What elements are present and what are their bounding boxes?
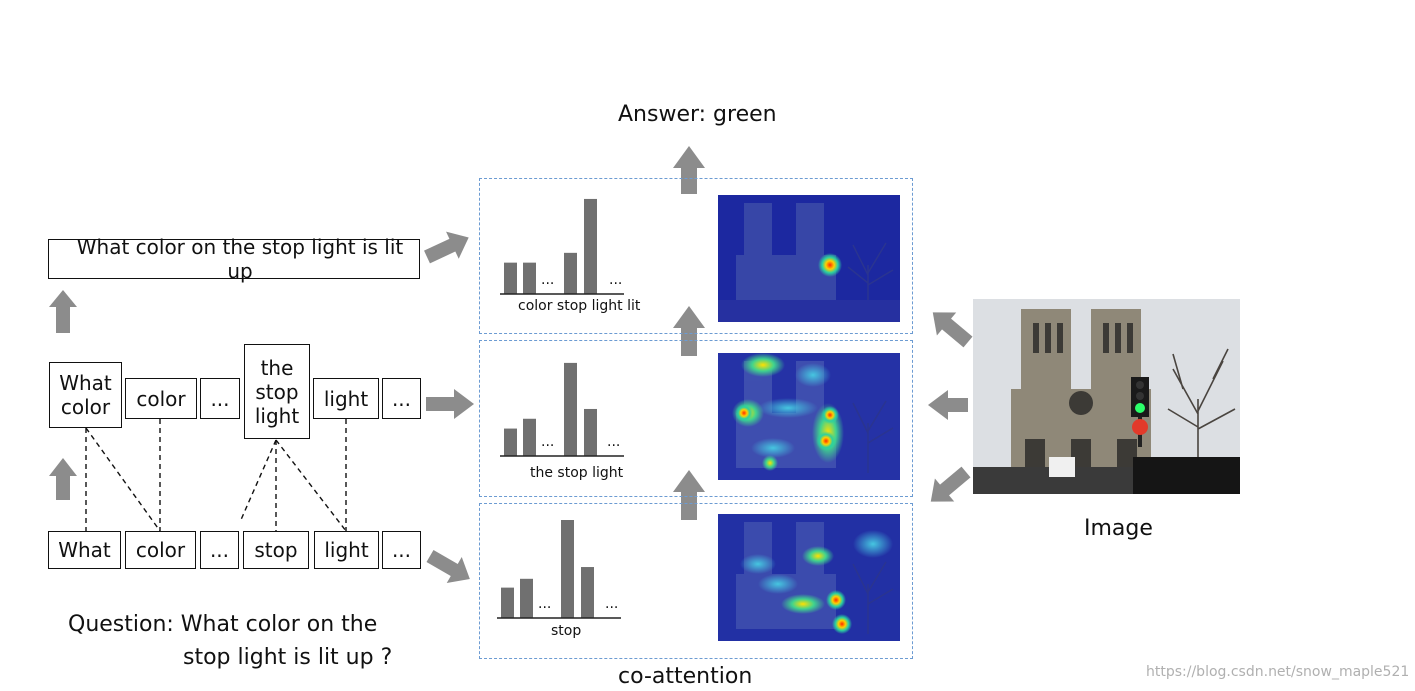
attention-bar-chart-3 (497, 520, 621, 619)
traffic-light-icon (1131, 377, 1149, 447)
arrow-up-answer (673, 146, 705, 194)
attention-bar-2-2 (523, 418, 536, 456)
arrow-up-phrase (49, 458, 77, 500)
arrow-sentence-to-panel-1 (424, 231, 469, 264)
attention-bar-3-1 (501, 587, 514, 618)
phrase-box-the-stop-light: the stop light (244, 344, 310, 439)
attention-bar-2-4 (564, 362, 577, 456)
phrase-box-what-color: What color (49, 362, 122, 428)
tree-silhouette-icon (847, 242, 894, 315)
panel-2-ellipsis-1: ... (541, 434, 555, 450)
panel-2-ellipsis-2: ... (607, 434, 621, 450)
attention-bar-2-1 (504, 428, 517, 456)
arrow-image-to-panel-1 (932, 312, 973, 348)
attention-bar-1-2 (523, 262, 536, 294)
image-label: Image (1084, 516, 1153, 541)
attention-bar-1-5 (584, 198, 597, 294)
phrase-box-ellipsis: ... (200, 378, 240, 419)
input-image-cathedral (973, 299, 1240, 494)
arrow-word-to-panel-3 (426, 549, 470, 583)
co-attention-panel-2 (479, 340, 913, 497)
bare-tree-icon (1167, 348, 1236, 474)
attention-heatmap-1 (718, 195, 900, 322)
co-attention-panel-1 (479, 178, 913, 334)
panel-3-ellipsis-2: ... (605, 596, 619, 612)
attention-bar-1-4 (564, 252, 577, 294)
panel-1-ellipsis-2: ... (609, 272, 623, 288)
phrase-box-color: color (125, 378, 197, 419)
panel-2-caption: the stop light (530, 465, 624, 481)
attention-bar-chart-1 (500, 198, 624, 295)
panel-3-caption: stop (551, 623, 582, 639)
arrow-up-panel-3-to-2 (673, 470, 705, 520)
arrow-image-to-panel-2 (928, 390, 968, 420)
arrow-image-to-panel-3 (930, 466, 971, 502)
word-box-stop: stop (243, 531, 309, 569)
watermark-text: https://blog.csdn.net/snow_maple521 (1146, 664, 1410, 680)
phrase-box-light: light (313, 378, 379, 419)
attention-bar-3-5 (581, 567, 594, 618)
phrase-box-ellipsis-2: ... (382, 378, 421, 419)
arrow-phrase-to-panel-2 (426, 389, 474, 419)
co-attention-label: co-attention (618, 664, 753, 689)
panel-1-caption: color stop light lit (518, 298, 641, 314)
word-box-ellipsis-2: ... (382, 531, 421, 569)
attention-heatmap-2 (718, 353, 900, 480)
answer-label: Answer: green (618, 102, 777, 127)
question-line-1: Question: What color on the (68, 612, 378, 637)
panel-1-ellipsis-1: ... (541, 272, 555, 288)
attention-bar-chart-2 (500, 362, 624, 457)
attention-bar-3-2 (520, 578, 533, 618)
attention-bar-1-1 (504, 262, 517, 294)
sentence-box: What color on the stop light is lit up (48, 235, 420, 283)
word-phrase-links (85, 419, 347, 532)
panel-3-ellipsis-1: ... (538, 596, 552, 612)
attention-bar-2-5 (584, 408, 597, 456)
arrow-up-sentence (49, 290, 77, 333)
word-box-ellipsis: ... (200, 531, 239, 569)
question-line-2: stop light is lit up ? (183, 645, 393, 670)
word-box-color: color (125, 531, 196, 569)
word-box-what: What (48, 531, 121, 569)
co-attention-panel-3 (479, 503, 913, 659)
word-box-light: light (314, 531, 379, 569)
attention-bar-3-4 (561, 520, 574, 618)
attention-heatmap-3 (718, 514, 900, 641)
